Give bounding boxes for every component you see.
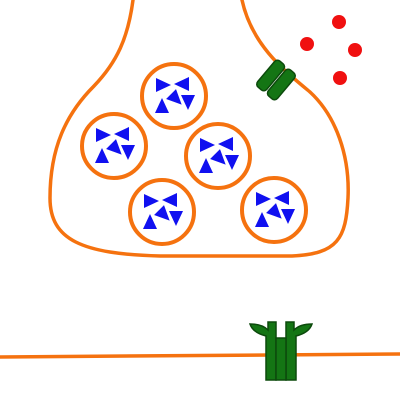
neurotransmitter-cluster [95,127,135,163]
neurotransmitter [143,214,157,229]
ion [300,37,314,51]
synaptic-vesicles [80,62,308,246]
neurotransmitter [166,89,182,105]
ion [332,15,346,29]
extracellular-ions [300,15,362,85]
neurotransmitter [181,95,195,110]
neurotransmitter [218,137,233,151]
neurotransmitter [266,203,282,219]
presynaptic-terminal-membrane [48,0,350,258]
neurotransmitter [210,149,226,165]
neurotransmitter-cluster [143,193,183,229]
neurotransmitter [281,209,295,224]
neurotransmitter [199,158,213,173]
neurotransmitter [256,192,271,206]
synaptic-vesicle [184,122,252,190]
neurotransmitter [156,78,171,92]
neurotransmitter-cluster [199,137,239,173]
postsynaptic-membrane [0,352,400,359]
neurotransmitter [95,148,109,163]
presynaptic-receptor [255,59,297,101]
synaptic-vesicle [140,62,208,130]
synaptic-vesicle [80,112,148,180]
neurotransmitter [121,145,135,160]
neurotransmitter [96,128,111,142]
postsynaptic-receptor [248,321,314,381]
neurotransmitter [200,138,215,152]
neurotransmitter [169,211,183,226]
neurotransmitter [255,212,269,227]
neurotransmitter [144,194,159,208]
neurotransmitter [274,191,289,205]
synaptic-vesicle [240,176,308,244]
ion [348,43,362,57]
neurotransmitter [174,77,189,91]
synaptic-vesicle [128,178,196,246]
neurotransmitter [154,205,170,221]
neurotransmitter [106,139,122,155]
neurotransmitter [155,98,169,113]
neurotransmitter [225,155,239,170]
neurotransmitter-cluster [155,77,195,113]
neurotransmitter [114,127,129,141]
neurotransmitter [162,193,177,207]
ion [333,71,347,85]
neurotransmitter-cluster [255,191,295,227]
